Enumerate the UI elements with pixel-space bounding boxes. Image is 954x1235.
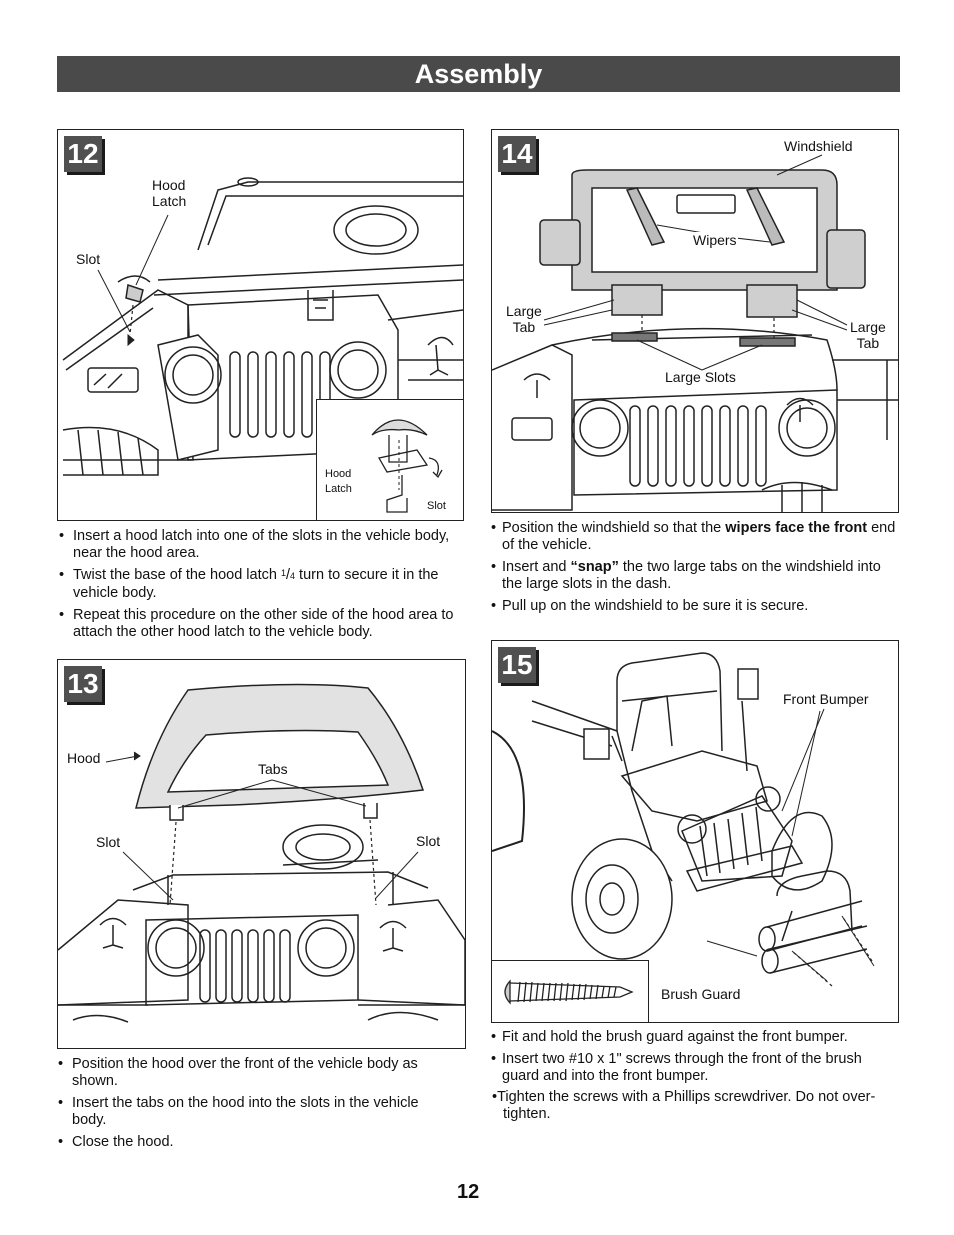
- step-15-badge: 15: [498, 647, 536, 683]
- step-14-illustration: 14: [491, 129, 899, 513]
- jeep-front-hood-latch-drawing: [62, 177, 463, 476]
- list-item: Fit and hold the brush guard against the…: [491, 1029, 901, 1046]
- windshield-label: Windshield: [784, 138, 853, 154]
- step-12-inset: Hood Latch Slot: [316, 399, 463, 520]
- slot-label: Slot: [76, 251, 101, 267]
- large-slots-label: Large Slots: [665, 369, 736, 385]
- jeep-windshield-drawing: [492, 154, 898, 512]
- step-15-instructions: Fit and hold the brush guard against the…: [491, 1029, 901, 1090]
- step-14-badge: 14: [498, 136, 536, 172]
- front-bumper-label: Front Bumper: [783, 691, 869, 707]
- step-12-instructions: Insert a hood latch into one of the slot…: [57, 528, 467, 646]
- inset-slot-label: Slot: [427, 500, 446, 512]
- list-item: Insert and “snap” the two large tabs on …: [491, 559, 901, 593]
- list-item: Close the hood.: [56, 1134, 456, 1151]
- list-item: Pull up on the windshield to be sure it …: [491, 598, 901, 615]
- step-13-instructions: Position the hood over the front of the …: [56, 1056, 456, 1156]
- hood-latch-label: Hood Latch: [152, 177, 187, 209]
- list-item: Insert the tabs on the hood into the slo…: [56, 1095, 456, 1129]
- step-15-inset: [492, 960, 649, 1022]
- step-12-illustration: 12: [57, 129, 464, 521]
- list-item: Insert two #10 x 1" screws through the f…: [491, 1051, 901, 1085]
- slot-right-label: Slot: [416, 833, 441, 849]
- hood-label: Hood: [67, 750, 101, 766]
- wipers-label: Wipers: [692, 232, 738, 248]
- large-tab-right-label: Large Tab: [850, 319, 886, 351]
- jeep-hood-installation-drawing: [58, 683, 465, 1023]
- screw-detail-icon: [504, 979, 634, 1005]
- inset-hood-latch-label: Hood Latch: [325, 468, 352, 495]
- slot-left-label: Slot: [96, 834, 121, 850]
- list-item: Position the windshield so that the wipe…: [491, 520, 901, 554]
- step-15-last-instruction: •Tighten the screws with a Phillips scre…: [492, 1089, 876, 1122]
- list-item: Repeat this procedure on the other side …: [57, 607, 467, 641]
- step-12-badge: 12: [64, 136, 102, 172]
- tabs-label: Tabs: [257, 761, 289, 777]
- large-tab-left-label: Large Tab: [506, 303, 542, 335]
- hood-latch-twist-detail: [371, 419, 443, 513]
- jeep-brush-guard-drawing: [492, 652, 875, 987]
- step-13-illustration: 13: [57, 659, 466, 1049]
- brush-guard-label: Brush Guard: [661, 986, 741, 1002]
- step-13-badge: 13: [64, 666, 102, 702]
- list-item: Position the hood over the front of the …: [56, 1056, 456, 1090]
- page-title: Assembly: [57, 56, 900, 92]
- step-14-instructions: Position the windshield so that the wipe…: [491, 520, 901, 620]
- list-item: Twist the base of the hood latch 1/4 tur…: [57, 567, 467, 602]
- step-15-illustration: 15: [491, 640, 899, 1023]
- page-number: 12: [457, 1181, 480, 1203]
- list-item: Insert a hood latch into one of the slot…: [57, 528, 467, 562]
